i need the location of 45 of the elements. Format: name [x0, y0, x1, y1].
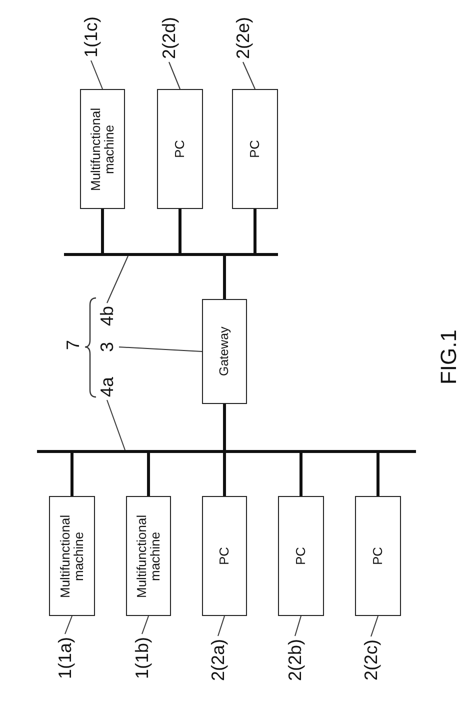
reference-numeral: 1(1b)	[133, 636, 151, 680]
leader-line	[218, 616, 225, 636]
figure-caption: FIG.1	[438, 330, 460, 384]
device-box: PC	[157, 89, 203, 209]
leader-line	[106, 400, 126, 450]
device-box: Multifunctional machine	[49, 496, 95, 616]
reference-numeral: 3	[98, 342, 116, 352]
reference-numeral: 2(2e)	[234, 16, 252, 60]
reference-numeral: 2(2d)	[160, 16, 178, 60]
bus-line	[37, 450, 416, 453]
leader-line	[90, 60, 103, 90]
leader-line	[168, 62, 180, 90]
reference-numeral: 7	[64, 340, 82, 350]
device-box: PC	[355, 496, 401, 616]
leader-line	[64, 616, 72, 634]
bus-connector	[254, 209, 256, 253]
device-box: Multifunctional machine	[80, 89, 125, 209]
reference-numeral: 1(1a)	[56, 636, 74, 680]
bus-connector	[70, 453, 74, 496]
bus-line	[64, 253, 278, 256]
bus-connector	[101, 209, 104, 253]
leader-line	[370, 616, 378, 637]
device-box: PC	[278, 496, 324, 616]
device-box: Multifunctional machine	[126, 496, 171, 616]
leader-line	[294, 616, 302, 636]
leader-line	[106, 256, 128, 304]
bus-connector	[223, 256, 226, 299]
bus-connector	[178, 209, 182, 253]
reference-numeral: 4b	[98, 306, 116, 326]
bus-connector	[223, 404, 226, 450]
device-box: PC	[202, 496, 247, 616]
bus-connector	[223, 453, 226, 496]
bus-connector	[376, 453, 380, 496]
bus-connector	[300, 453, 302, 496]
reference-numeral: 2(2c)	[362, 640, 380, 680]
gateway-box: Gateway	[202, 299, 247, 404]
reference-numeral: 2(2b)	[286, 638, 304, 682]
device-box: PC	[232, 89, 278, 209]
leader-line	[242, 62, 256, 90]
leader-line	[142, 616, 149, 634]
reference-numeral: 1(1c)	[82, 16, 100, 58]
bus-connector	[147, 453, 150, 496]
reference-numeral: 4a	[98, 376, 116, 398]
leader-line	[118, 346, 202, 352]
reference-numeral: 2(2a)	[209, 638, 227, 682]
